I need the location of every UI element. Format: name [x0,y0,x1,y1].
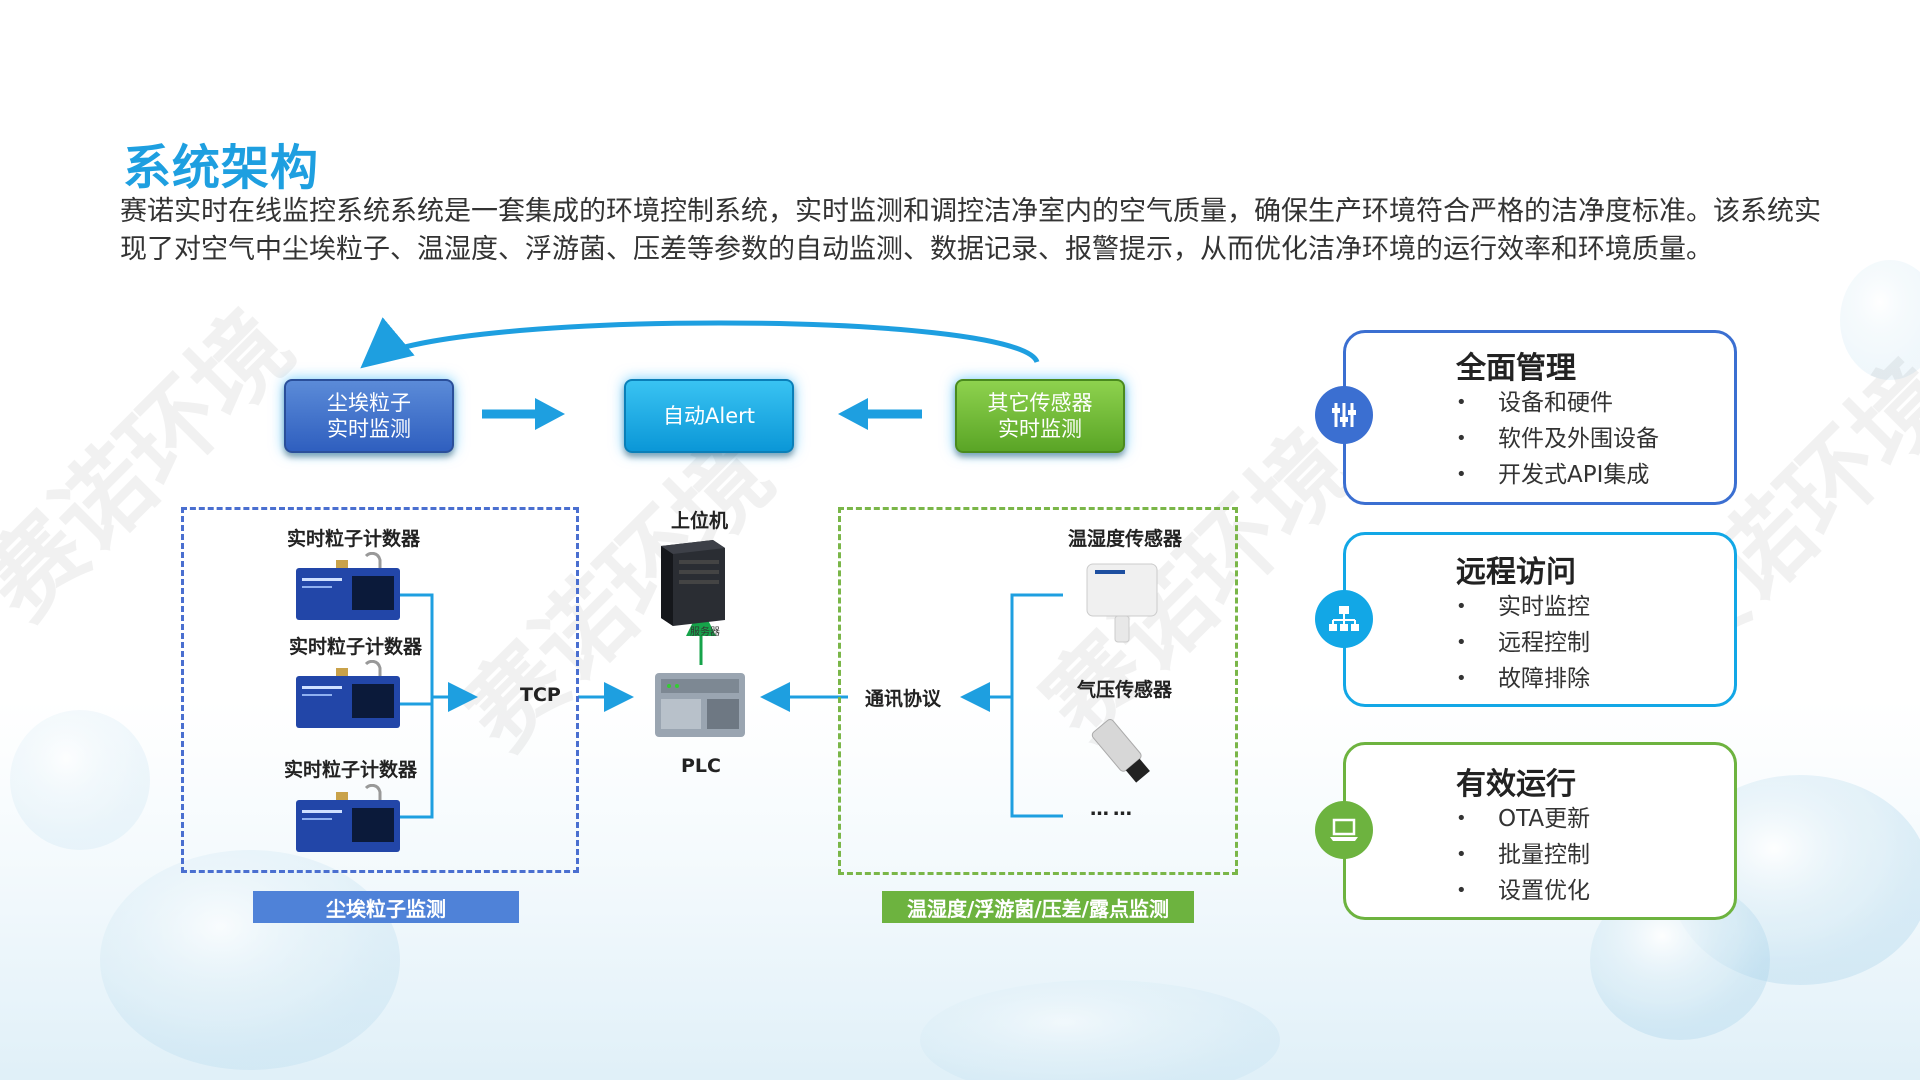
other-sensors-label: 其它传感器 实时监测 [987,391,1093,441]
server-caption: 服务器 [690,627,720,638]
more-sensors-ellipsis: …… [1090,798,1136,820]
page-description: 赛诺实时在线监控系统系统是一套集成的环境控制系统，实时监测和调控洁净室内的空气质… [120,196,1821,265]
card-title: 有效运行 [1456,767,1576,802]
card-list: 设备和硬件 软件及外围设备 开发式API集成 [1456,385,1659,493]
particle-counter-device [296,551,400,626]
auto-alert-box: 自动Alert [624,379,794,453]
network-icon [1315,590,1373,648]
pressure-sensor-device [1079,711,1169,795]
card-item: 远程控制 [1456,625,1590,661]
dust-realtime-box: 尘埃粒子 实时监测 [284,379,454,453]
host-label: 上位机 [671,510,729,532]
dust-monitor-group [181,507,579,873]
counter-label: 实时粒子计数器 [284,759,418,781]
card-list: OTA更新 批量控制 设置优化 [1456,801,1590,909]
particle-counter-device [296,659,400,734]
counter-label: 实时粒子计数器 [289,636,423,658]
tcp-label: TCP [520,684,561,706]
pressure-sensor-label: 气压传感器 [1077,679,1173,701]
env-monitor-band: 温湿度/浮游菌/压差/露点监测 [882,891,1194,923]
other-sensors-box: 其它传感器 实时监测 [955,379,1125,453]
server-icon [651,536,731,630]
sliders-icon [1315,386,1373,444]
card-full-management: 全面管理 设备和硬件 软件及外围设备 开发式API集成 [1343,330,1737,505]
card-item: 软件及外围设备 [1456,421,1659,457]
card-item: 开发式API集成 [1456,457,1659,493]
dust-realtime-label: 尘埃粒子 实时监测 [327,391,411,441]
card-item: 设备和硬件 [1456,385,1659,421]
card-list: 实时监控 远程控制 故障排除 [1456,589,1590,697]
card-item: 实时监控 [1456,589,1590,625]
card-remote-access: 远程访问 实时监控 远程控制 故障排除 [1343,532,1737,707]
env-monitor-group [838,507,1238,875]
dust-monitor-band: 尘埃粒子监测 [253,891,519,923]
card-efficient-operation: 有效运行 OTA更新 批量控制 设置优化 [1343,742,1737,920]
particle-counter-device [296,783,400,858]
card-item: 设置优化 [1456,873,1590,909]
plc-device-icon [653,671,747,743]
auto-alert-label: 自动Alert [663,404,755,428]
temp-sensor-label: 温湿度传感器 [1068,528,1183,550]
plc-label: PLC [681,755,721,777]
card-item: 故障排除 [1456,661,1590,697]
card-item: OTA更新 [1456,801,1590,837]
card-title: 远程访问 [1456,555,1576,590]
card-item: 批量控制 [1456,837,1590,873]
temp-sensor-device [1085,560,1159,648]
laptop-icon [1315,801,1373,859]
protocol-label: 通讯协议 [865,688,942,710]
page-title: 系统架构 [123,140,320,196]
card-title: 全面管理 [1456,351,1576,386]
counter-label: 实时粒子计数器 [287,528,421,550]
